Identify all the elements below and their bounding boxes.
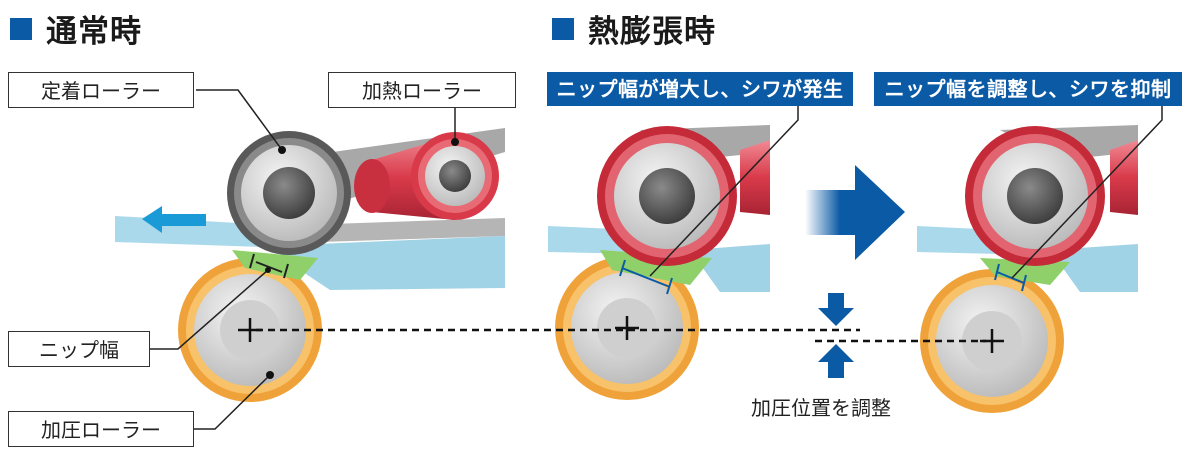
fixing-roller [965,126,1105,266]
pressure-roller-label: 加圧ローラー [8,411,194,447]
normal-state-heading: 通常時 [10,6,142,51]
paper-sheet-exit [690,244,770,292]
leader-lines [150,89,456,430]
leader-line [1011,106,1163,279]
thermal-state-heading: 熱膨張時 [552,6,716,51]
normal-state-illustration [115,89,505,430]
square-bullet-icon [10,17,32,40]
pressure-adjust-caption: 加圧位置を調整 [751,396,891,420]
arrow-up-icon [818,344,854,378]
heating-roller-label: 加熱ローラー [328,72,516,108]
nip-width-marker [249,253,289,279]
paper-sheet-exit [1050,244,1138,292]
nip-width-marker [619,259,673,295]
nip-width-label: ニップ幅 [8,331,150,367]
heating-roller [354,132,499,220]
arrow-right-icon [805,165,905,260]
nip-increase-label: ニップ幅が増大し、シワが発生 [547,72,853,106]
fixing-roller-label: 定着ローラー [8,72,194,108]
nip-adjust-label: ニップ幅を調整し、シワを抑制 [874,72,1182,106]
crosshair-icon [615,316,639,340]
square-bullet-icon [552,17,574,40]
fixing-roller [227,131,351,255]
thermal-state-illustration [548,106,799,400]
nip-width-marker [994,263,1027,292]
paper-sheet-exit [270,236,505,290]
fixing-roller [597,126,737,266]
heating-roller [740,140,770,215]
belt-lower [300,218,505,242]
adjusted-state-illustration [917,106,1163,413]
arrow-left-icon [142,206,206,233]
arrow-down-icon [818,293,854,326]
heating-roller [1110,140,1138,215]
leader-line [649,106,799,277]
